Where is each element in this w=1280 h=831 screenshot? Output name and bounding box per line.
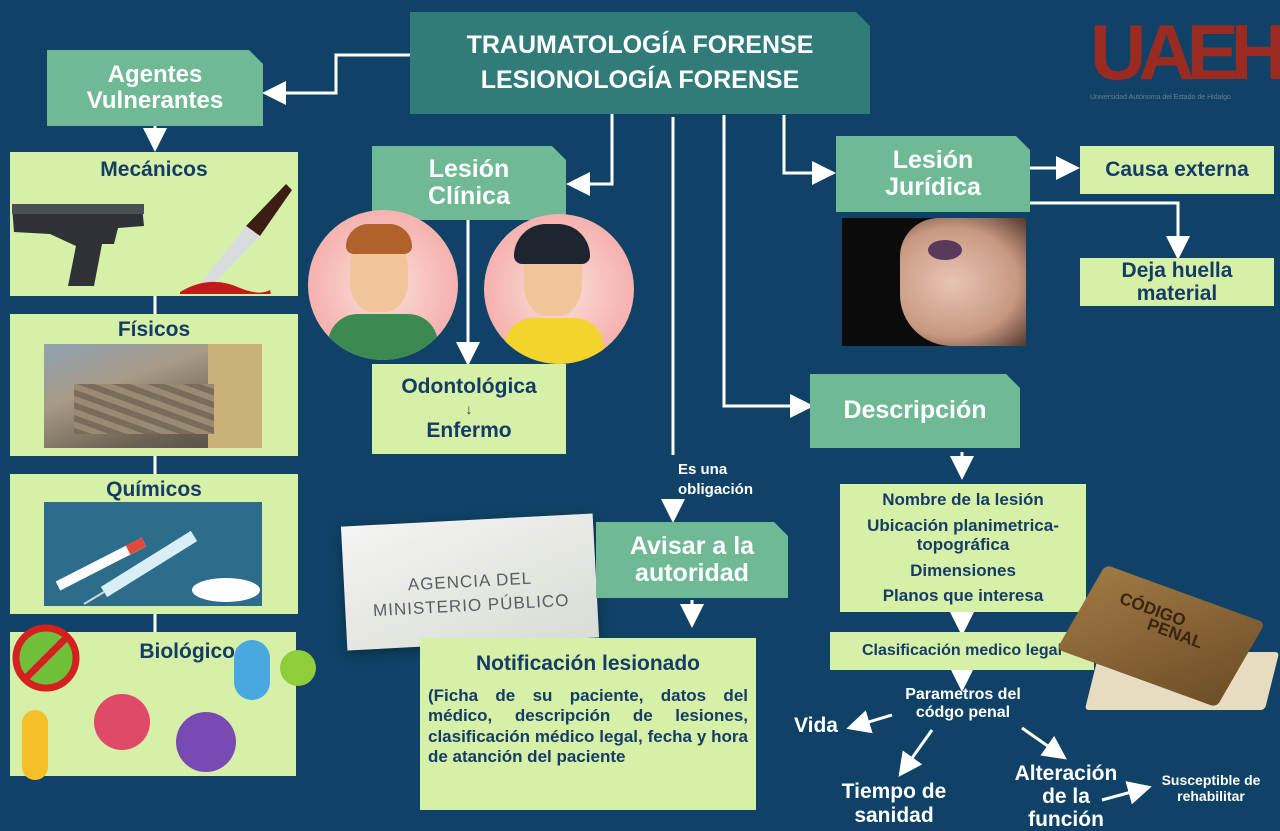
main-title-line2: LESIONOLOGÍA FORENSE (480, 66, 800, 94)
bruised-face-photo (842, 218, 1026, 346)
parametros-label: Parametros del códgo penal (905, 686, 1021, 722)
susceptible-label: Susceptible de rehabilitar (1161, 772, 1261, 805)
enfermo-label: Enfermo (426, 419, 512, 442)
agencia-sign-image: AGENCIA DEL MINISTERIO PÚBLICO (340, 513, 600, 651)
uaeh-logo: UAEH Universidad Autónoma del Estado de … (1090, 8, 1280, 107)
patient-man-illustration (308, 210, 458, 360)
clasificacion-box: Clasificación medico legal (830, 632, 1094, 670)
uaeh-logo-subtitle: Universidad Autónoma del Estado de Hidal… (1090, 94, 1231, 101)
arrow-down-icon: ↓ (465, 401, 473, 417)
notificacion-box: Notificación lesionado (Ficha de su paci… (420, 638, 756, 810)
collapsed-building-image (44, 344, 262, 448)
quimicos-box: Químicos (10, 474, 298, 614)
mecanicos-box: Mecánicos (10, 152, 298, 296)
obligacion-label: Es una obligación (678, 461, 753, 499)
tiempo-sanidad-label: Tiempo de sanidad (841, 780, 947, 828)
mecanicos-label: Mecánicos (100, 158, 208, 181)
descripcion-box: Descripción (810, 374, 1020, 448)
biologicos-label: Biológicos (139, 640, 247, 663)
descripcion-item-4: Planos que interesa (882, 586, 1044, 606)
chemicals-illustration (44, 502, 262, 606)
descripcion-item-3: Dimensiones (910, 560, 1016, 580)
codigo-penal-book-image: CÓDIGO PENAL (1056, 564, 1280, 728)
odontologica-box: Odontológica ↓ Enfermo (372, 364, 566, 454)
vida-label: Vida (794, 714, 838, 737)
causa-externa-box: Causa externa (1080, 146, 1274, 194)
main-title-box: TRAUMATOLOGÍA FORENSE LESIONOLOGÍA FOREN… (410, 12, 870, 114)
avisar-autoridad-box: Avisar a la autoridad (596, 522, 788, 598)
notificacion-title: Notificación lesionado (475, 652, 701, 675)
alteracion-funcion-label: Alteración de la función (1014, 762, 1118, 831)
patient-woman-illustration (484, 214, 634, 364)
notificacion-body: (Ficha de su paciente, datos del médico,… (428, 686, 748, 767)
gun-knife-icon (12, 184, 292, 294)
fisicos-box: Físicos (10, 314, 298, 456)
main-title-line1: TRAUMATOLOGÍA FORENSE (466, 30, 814, 59)
huella-material-box: Deja huella material (1080, 258, 1274, 306)
lesion-clinica-box: Lesión Clínica (372, 146, 566, 220)
agentes-vulnerantes-box: Agentes Vulnerantes (47, 50, 263, 126)
descripcion-list-box: Nombre de la lesión Ubicación planimetri… (840, 484, 1086, 612)
quimicos-label: Químicos (106, 478, 202, 501)
descripcion-item-1: Nombre de la lesión (882, 490, 1044, 510)
biologicos-box: Biológicos (10, 624, 316, 780)
syringe-icon (55, 530, 260, 605)
descripcion-item-2: Ubicación planimetrica-topográfica (867, 515, 1059, 555)
odontologica-label: Odontológica (401, 375, 537, 398)
fisicos-label: Físicos (117, 318, 191, 341)
lesion-juridica-box: Lesión Jurídica (836, 136, 1030, 212)
uaeh-logo-text: UAEH (1090, 8, 1280, 96)
germs-icon (12, 624, 316, 780)
